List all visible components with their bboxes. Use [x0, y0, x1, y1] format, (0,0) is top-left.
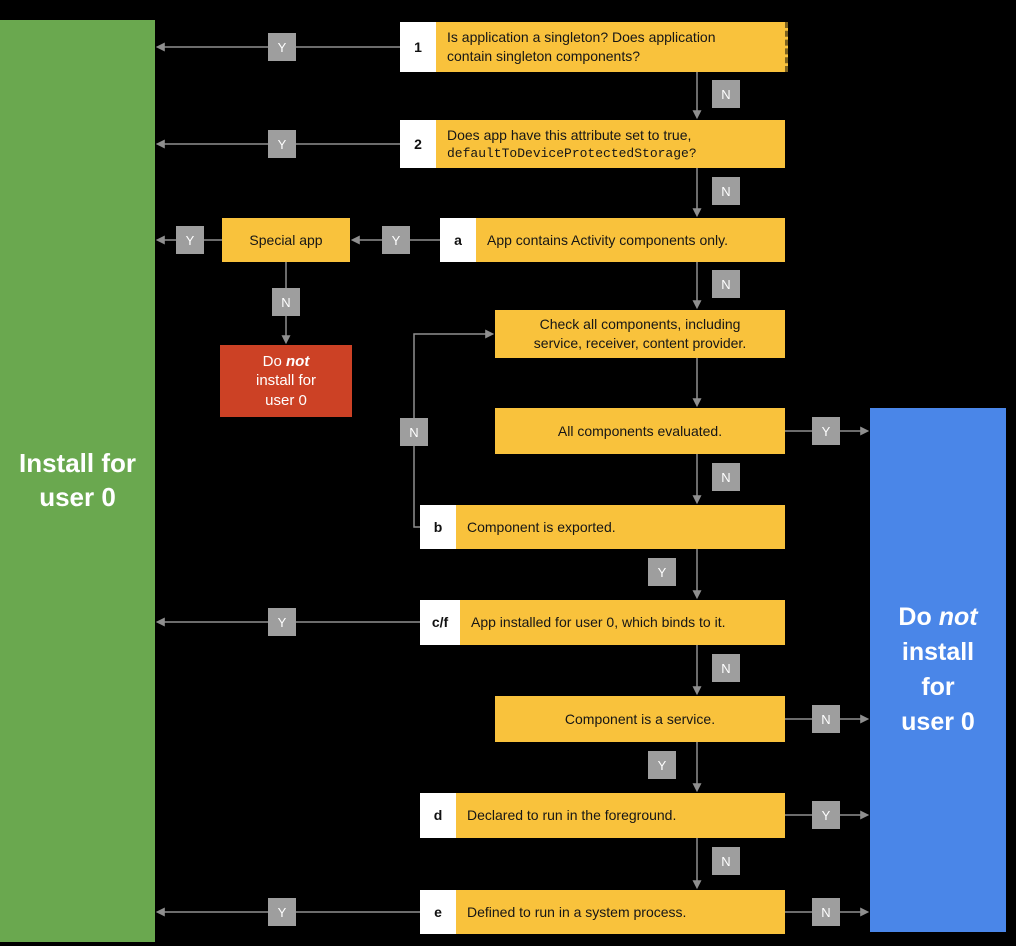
label-q2-no: N	[712, 177, 740, 205]
label-service-no: N	[812, 705, 840, 733]
node-check-components: Check all components, including service,…	[495, 310, 785, 358]
label-special-no: N	[272, 288, 300, 316]
node-qcf-text: App installed for user 0, which binds to…	[471, 614, 726, 631]
noinstall-line1: Do not	[898, 603, 978, 631]
node-qd-badge: d	[420, 793, 456, 838]
noinstall-line2: install	[901, 638, 975, 666]
red-box-line3: user 0	[265, 391, 307, 409]
node-qa: a App contains Activity components only.	[440, 218, 785, 262]
install-panel-line2: user 0	[39, 482, 116, 512]
do-not-install-red-box: Do not install for user 0	[220, 345, 352, 417]
node-qb-badge: b	[420, 505, 456, 549]
red-box-line2: install for	[255, 372, 317, 390]
node-qb: b Component is exported.	[420, 505, 785, 549]
node-all-evaluated-text: All components evaluated.	[557, 422, 723, 439]
install-panel-line1: Install for	[18, 448, 136, 479]
noinstall-line4: user 0	[901, 708, 975, 736]
label-qd-no: N	[712, 847, 740, 875]
node-q1-badge: 1	[400, 22, 436, 72]
node-qe: e Defined to run in a system process.	[420, 890, 785, 934]
label-qcf-no: N	[712, 654, 740, 682]
label-qb-yes: Y	[648, 558, 676, 586]
label-q2-yes: Y	[268, 130, 296, 158]
node-qa-text: App contains Activity components only.	[487, 231, 728, 248]
label-q1-no: N	[712, 80, 740, 108]
label-evaluated-no: N	[712, 463, 740, 491]
label-qb-loop-no: N	[400, 418, 428, 446]
node-qa-badge: a	[440, 218, 476, 262]
node-q2-text: Does app have this attribute set to true…	[447, 126, 697, 161]
noinstall-line3: for	[921, 673, 955, 701]
node-q2: 2 Does app have this attribute set to tr…	[400, 120, 785, 168]
node-qd-text: Declared to run in the foreground.	[467, 807, 677, 824]
do-not-install-panel: Do not install for user 0	[870, 408, 1006, 932]
node-q1-text: Is application a singleton? Does applica…	[447, 29, 716, 64]
red-box-line1: Do not	[262, 352, 310, 370]
node-q1: 1 Is application a singleton? Does appli…	[400, 22, 788, 72]
node-check-components-text: Check all components, including service,…	[533, 316, 747, 351]
install-for-user0-panel: Install for user 0	[0, 20, 155, 942]
node-is-service: Component is a service.	[495, 696, 785, 742]
label-qa-yes: Y	[382, 226, 410, 254]
node-qe-badge: e	[420, 890, 456, 934]
label-q1-yes: Y	[268, 33, 296, 61]
node-q2-attribute: defaultToDeviceProtectedStorage?	[447, 145, 697, 161]
node-is-service-text: Component is a service.	[564, 710, 716, 727]
label-qcf-yes: Y	[268, 608, 296, 636]
node-qd: d Declared to run in the foreground.	[420, 793, 785, 838]
label-qa-no: N	[712, 270, 740, 298]
node-special-app: Special app	[222, 218, 350, 262]
node-q2-badge: 2	[400, 120, 436, 168]
node-qcf: c/f App installed for user 0, which bind…	[420, 600, 785, 645]
label-special-yes: Y	[176, 226, 204, 254]
node-special-app-text: Special app	[249, 231, 323, 248]
label-evaluated-yes: Y	[812, 417, 840, 445]
label-qd-yes: Y	[812, 801, 840, 829]
node-qcf-badge: c/f	[420, 600, 460, 645]
label-qe-no: N	[812, 898, 840, 926]
node-qb-text: Component is exported.	[467, 518, 616, 535]
node-all-evaluated: All components evaluated.	[495, 408, 785, 454]
label-service-yes: Y	[648, 751, 676, 779]
node-qe-text: Defined to run in a system process.	[467, 903, 687, 920]
label-qe-yes: Y	[268, 898, 296, 926]
